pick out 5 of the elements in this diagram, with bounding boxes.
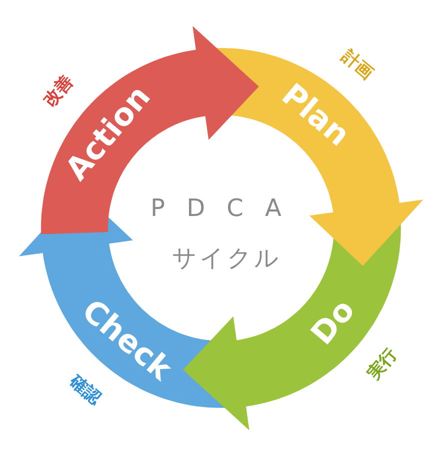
center-title: PDCA [150,196,304,220]
stage-caption: 計画 [338,48,376,84]
stage-caption: 実行 [366,346,401,383]
stage-label: Do [306,294,360,350]
center-title: サイクル [172,246,282,270]
